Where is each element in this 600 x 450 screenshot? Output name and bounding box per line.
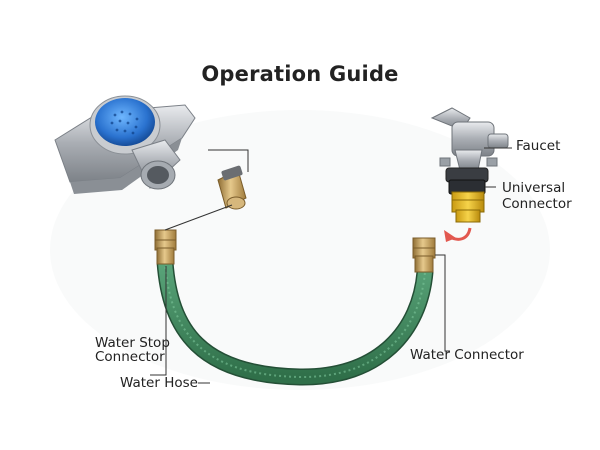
- water-connector-image: [413, 238, 435, 272]
- sprinkler-image: [55, 96, 195, 194]
- label-water-stop-2: Connector: [95, 350, 165, 365]
- label-faucet: Faucet: [516, 139, 560, 154]
- label-water-connector: Water Connector: [410, 348, 524, 363]
- label-universal-2: Connector: [502, 197, 572, 212]
- water-stop-connector-image: [155, 230, 176, 264]
- label-water-hose: Water Hose: [120, 376, 198, 391]
- label-universal-1: Universal: [502, 181, 565, 196]
